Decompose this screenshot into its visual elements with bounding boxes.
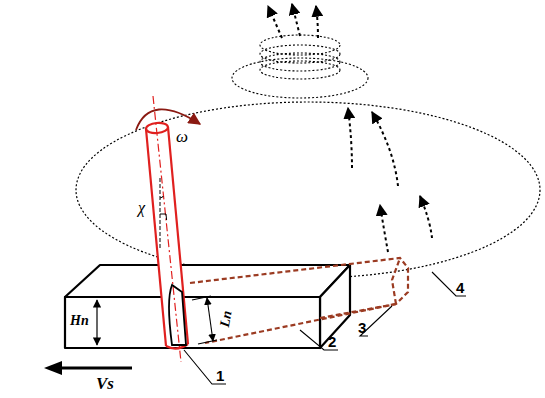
rotating-tool bbox=[146, 96, 188, 362]
callout-number: 1 bbox=[216, 368, 224, 383]
feed-arrow bbox=[44, 361, 132, 375]
height-dimension bbox=[96, 300, 97, 345]
leader-line bbox=[184, 272, 466, 384]
rotation-arrow bbox=[136, 109, 200, 130]
angle-symbol: χ bbox=[138, 200, 145, 216]
flow-arrow bbox=[268, 4, 432, 252]
angle-mark bbox=[160, 178, 167, 250]
length-symbol: Lп bbox=[218, 310, 235, 329]
deformation-zone bbox=[190, 258, 408, 343]
flow-zone bbox=[76, 102, 540, 278]
length-dimension bbox=[192, 296, 217, 344]
rotation-symbol: ω bbox=[176, 128, 188, 145]
callout-number: 3 bbox=[358, 320, 366, 335]
callout-number: 2 bbox=[328, 334, 336, 349]
feed-symbol: Vs bbox=[96, 375, 114, 392]
chip-stack bbox=[232, 35, 368, 98]
callout-number: 4 bbox=[456, 280, 464, 295]
height-symbol: Hп bbox=[70, 314, 89, 328]
